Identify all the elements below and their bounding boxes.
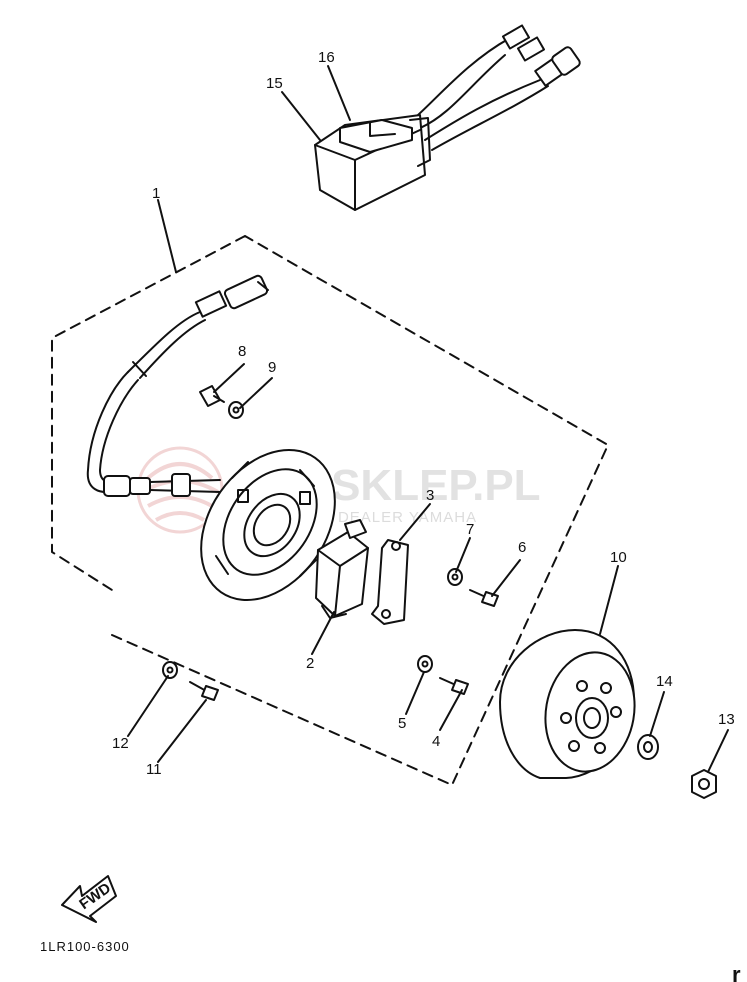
callout-4: 4 [432,733,440,750]
callout-12: 12 [112,735,129,752]
washer-12 [162,661,178,679]
washer-14 [637,734,659,760]
watermark: MA-SKLEP.PL OWICT | DEALER YAMAHA [136,446,541,534]
drawing-code: 1LR100-6300 [40,939,130,954]
callout-6: 6 [518,539,526,556]
callout-7: 7 [466,521,474,538]
washer-7 [447,568,463,586]
callout-8: 8 [238,343,246,360]
washer-9 [228,401,244,419]
callout-16: 16 [318,49,335,66]
callout-3: 3 [426,487,434,504]
screw-8 [199,385,225,407]
callout-5: 5 [398,715,406,732]
leader-lines [127,65,729,773]
corner-mark: r [732,962,741,982]
callout-9: 9 [268,359,276,376]
callout-13: 13 [718,711,735,728]
callout-14: 14 [656,673,673,690]
fwd-arrow-icon: FWD [61,875,117,923]
stator-harness [86,274,269,497]
callouts: 1 2 3 4 5 6 7 8 9 10 11 12 13 14 15 16 [112,49,735,778]
flywheel-rotor [499,629,636,779]
nut-13 [691,769,717,799]
coil-bracket [371,539,409,625]
callout-15: 15 [266,75,283,92]
callout-10: 10 [610,549,627,566]
screw-4 [439,677,469,695]
callout-2: 2 [306,655,314,672]
pickup-coil [315,519,369,619]
assembly-boundary [51,235,609,786]
callout-1: 1 [152,185,160,202]
regulator-rectifier [314,24,581,211]
screw-11 [189,681,219,701]
callout-11: 11 [146,761,162,778]
stator-plate [200,449,336,601]
washer-5 [417,655,433,673]
